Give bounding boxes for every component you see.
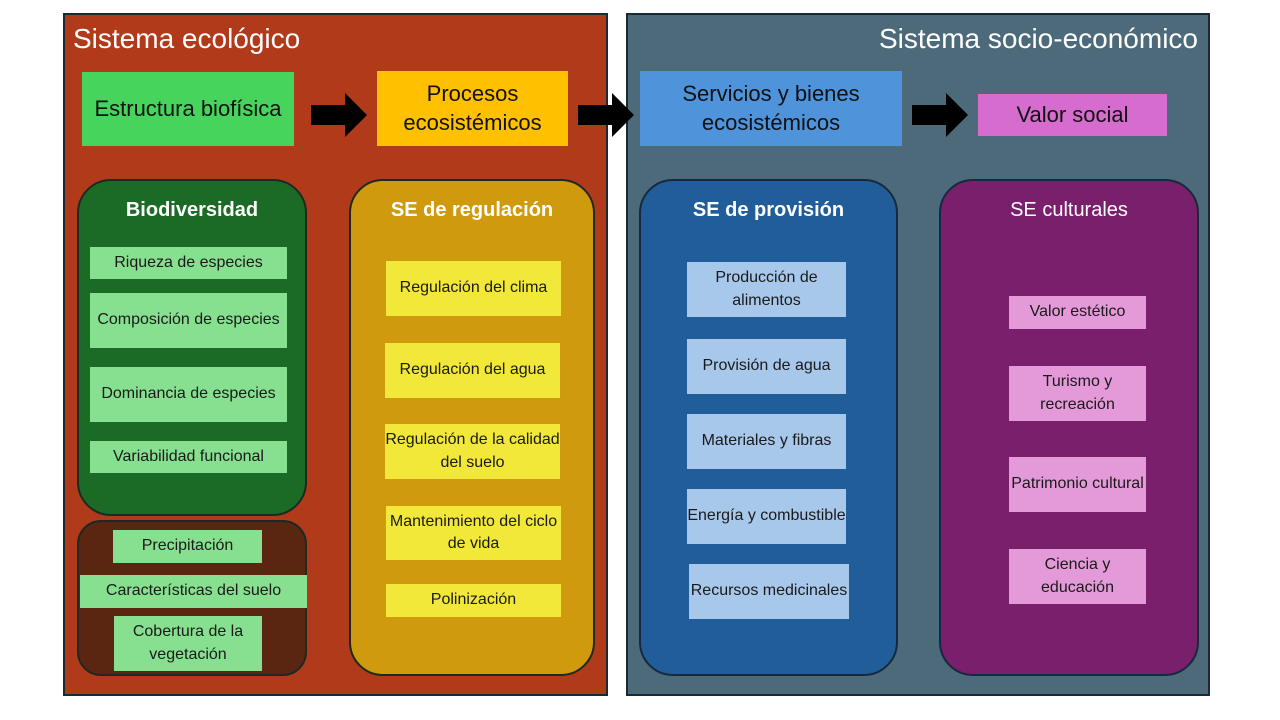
valor-social-box: Valor social [978, 94, 1167, 136]
se-culturales-title: SE culturales [1010, 199, 1128, 221]
biodiversidad-title: Biodiversidad [125, 199, 259, 221]
biodiversidad-item: Riqueza de especies [90, 247, 287, 279]
provision-item: Producción de alimentos [687, 262, 846, 317]
provision-item: Materiales y fibras [687, 414, 846, 469]
abiotic-item: Precipitación [113, 530, 262, 563]
se-provision-title: SE de provisión [692, 199, 845, 221]
servicios-bienes-box: Servicios y bienes ecosistémicos [640, 71, 902, 146]
biodiversidad-item: Composición de especies [90, 293, 287, 348]
arrow-right-icon [912, 93, 968, 137]
biodiversidad-item: Variabilidad funcional [90, 441, 287, 473]
culturales-item: Ciencia y educación [1009, 549, 1146, 604]
estructura-biofisica-box: Estructura biofísica [82, 72, 294, 146]
culturales-item: Patrimonio cultural [1009, 457, 1146, 512]
regulacion-item: Regulación del agua [385, 343, 560, 398]
se-regulacion-title: SE de regulación [390, 199, 554, 221]
abiotic-item: Cobertura de la vegetación [114, 616, 262, 671]
provision-item: Energía y combustible [687, 489, 846, 544]
regulacion-item: Polinización [386, 584, 561, 617]
regulacion-item: Mantenimiento del ciclo de vida [386, 506, 561, 560]
procesos-ecosistemicos-box: Procesos ecosistémicos [377, 71, 568, 146]
ecological-system-title: Sistema ecológico [73, 23, 301, 54]
arrow-right-icon [311, 93, 367, 137]
socioeconomic-system-title: Sistema socio-económico [878, 23, 1198, 54]
provision-item: Recursos medicinales [689, 564, 849, 619]
regulacion-item: Regulación del clima [386, 261, 561, 316]
arrow-right-icon [578, 93, 634, 137]
biodiversidad-item: Dominancia de especies [90, 367, 287, 422]
culturales-item: Valor estético [1009, 296, 1146, 329]
provision-item: Provisión de agua [687, 339, 846, 394]
culturales-item: Turismo y recreación [1009, 366, 1146, 421]
abiotic-item: Características del suelo [80, 575, 307, 608]
regulacion-item: Regulación de la calidad del suelo [385, 424, 560, 479]
